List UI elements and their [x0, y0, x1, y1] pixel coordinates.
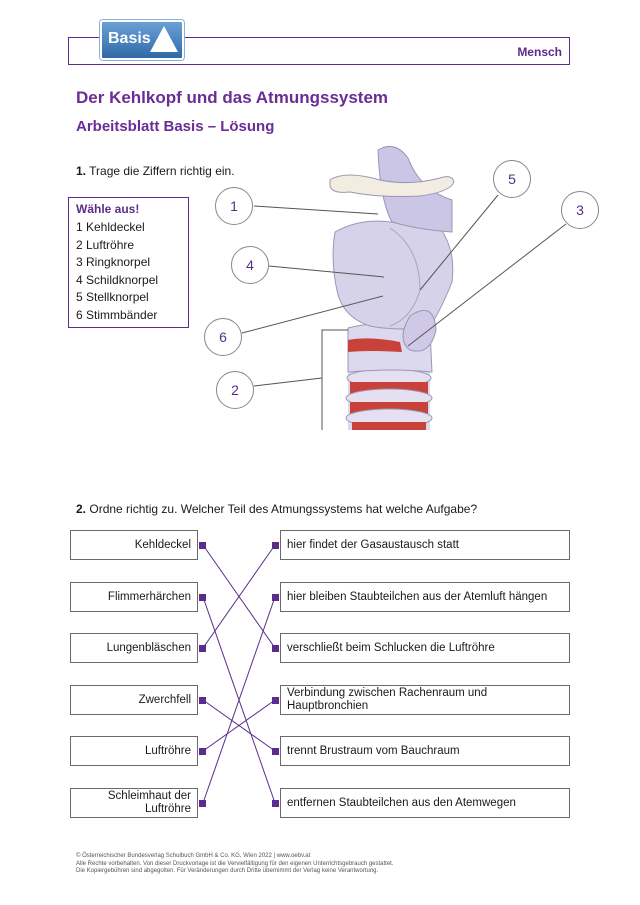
footer-line: Alle Rechte vorbehalten. Von dieser Druc… — [76, 860, 394, 867]
right-connector-dot[interactable] — [272, 800, 279, 807]
right-item-box: Verbindung zwischen Rachenraum und Haupt… — [280, 685, 570, 715]
header-frame — [68, 37, 570, 65]
left-connector-dot[interactable] — [199, 645, 206, 652]
match-line — [202, 596, 276, 804]
right-connector-dot[interactable] — [272, 697, 279, 704]
right-item-text: Verbindung zwischen Rachenraum und Haupt… — [287, 687, 488, 712]
diagram-label-6: 6 — [204, 318, 242, 356]
triangle-icon — [150, 26, 178, 52]
task-2-text: Ordne richtig zu. Welcher Teil des Atmun… — [89, 502, 478, 516]
footer-line: Die Kopiergebühren sind abgegolten. Für … — [76, 868, 379, 874]
publisher-logo: Basis — [100, 20, 184, 60]
left-item-box: Lungenbläschen — [70, 633, 198, 663]
left-connector-dot[interactable] — [199, 542, 206, 549]
right-item-text: hier findet der Gasaustausch statt — [287, 538, 459, 551]
trachea-muscle — [352, 422, 426, 430]
left-item-text: Schleimhaut der Luftröhre — [107, 790, 191, 815]
choice-item: 6 Stimmbänder — [76, 307, 158, 322]
choice-item: 4 Schildknorpel — [76, 272, 159, 287]
right-item-text: trennt Brustraum vom Bauchraum — [287, 744, 460, 757]
footer: © Österreichischer Bundesverlag Schulbuc… — [76, 853, 394, 876]
subject-label: Mensch — [517, 45, 562, 59]
footer-line: © Österreichischer Bundesverlag Schulbuc… — [76, 853, 311, 859]
left-item-box: Zwerchfell — [70, 685, 198, 715]
pointer-line-4 — [268, 265, 385, 278]
right-item-text: entfernen Staubteilchen aus den Atemwege… — [287, 796, 516, 809]
pointer-line-1 — [253, 205, 379, 215]
trachea — [345, 368, 433, 430]
choice-item: 2 Luftröhre — [76, 237, 135, 252]
left-item-box: Luftröhre — [70, 736, 198, 766]
arytenoid-cartilage — [402, 309, 437, 352]
left-connector-dot[interactable] — [199, 748, 206, 755]
task-1-number: 1. — [76, 164, 87, 178]
page-title: Der Kehlkopf und das Atmungssystem — [76, 88, 389, 107]
right-item-box: entfernen Staubteilchen aus den Atemwege… — [280, 788, 570, 818]
pointer-line-6 — [241, 295, 384, 334]
choice-title: Wähle aus! — [76, 202, 140, 216]
hyoid-bone — [329, 174, 455, 197]
diagram-label-4: 4 — [231, 246, 269, 284]
left-item-text: Zwerchfell — [138, 693, 191, 706]
right-connector-dot[interactable] — [272, 645, 279, 652]
right-item-text: verschließt beim Schlucken die Luftröhre — [287, 641, 495, 654]
left-item-box: Kehldeckel — [70, 530, 198, 560]
left-item-text: Kehldeckel — [134, 538, 191, 551]
left-item-box: Flimmerhärchen — [70, 582, 198, 612]
left-item-text: Flimmerhärchen — [107, 590, 191, 603]
left-item-text: Lungenbläschen — [106, 641, 191, 654]
page-subtitle: Arbeitsblatt Basis – Lösung — [76, 118, 275, 135]
logo-text: Basis — [108, 30, 151, 47]
task-1-text: Trage die Ziffern richtig ein. — [89, 164, 235, 178]
bracket-line — [321, 329, 348, 430]
pointer-line-3 — [407, 223, 567, 347]
diagram-label-5: 5 — [493, 160, 531, 198]
diagram-label-1: 1 — [215, 187, 253, 225]
left-item-text: Luftröhre — [144, 744, 191, 757]
choice-item: 3 Ringknorpel — [76, 255, 151, 269]
left-item-box: Schleimhaut der Luftröhre — [70, 788, 198, 818]
task-1-instruction: 1. Trage die Ziffern richtig ein. — [76, 164, 235, 178]
diagram-label-2: 2 — [216, 371, 254, 409]
choice-item: 5 Stellknorpel — [76, 290, 149, 304]
diagram-label-3: 3 — [561, 191, 599, 229]
right-item-text: hier bleiben Staubteilchen aus der Ateml… — [287, 590, 548, 603]
task-2-instruction: 2. Ordne richtig zu. Welcher Teil des At… — [76, 502, 477, 516]
right-item-box: hier findet der Gasaustausch statt — [280, 530, 570, 560]
cricothyroid-muscle — [348, 338, 402, 352]
choice-box: Wähle aus! 1 Kehldeckel 2 Luftröhre 3 Ri… — [68, 197, 189, 328]
right-item-box: trennt Brustraum vom Bauchraum — [280, 736, 570, 766]
right-item-box: verschließt beim Schlucken die Luftröhre — [280, 633, 570, 663]
pointer-line-2 — [253, 377, 323, 387]
match-line — [202, 699, 276, 752]
right-connector-dot[interactable] — [272, 594, 279, 601]
match-line — [202, 544, 276, 649]
left-connector-dot[interactable] — [199, 697, 206, 704]
right-connector-dot[interactable] — [272, 748, 279, 755]
task-2-number: 2. — [76, 502, 87, 516]
pointer-line-5 — [419, 194, 499, 291]
right-item-box: hier bleiben Staubteilchen aus der Ateml… — [280, 582, 570, 612]
left-connector-dot[interactable] — [199, 594, 206, 601]
right-connector-dot[interactable] — [272, 542, 279, 549]
choice-item: 1 Kehldeckel — [76, 220, 145, 234]
left-connector-dot[interactable] — [199, 800, 206, 807]
